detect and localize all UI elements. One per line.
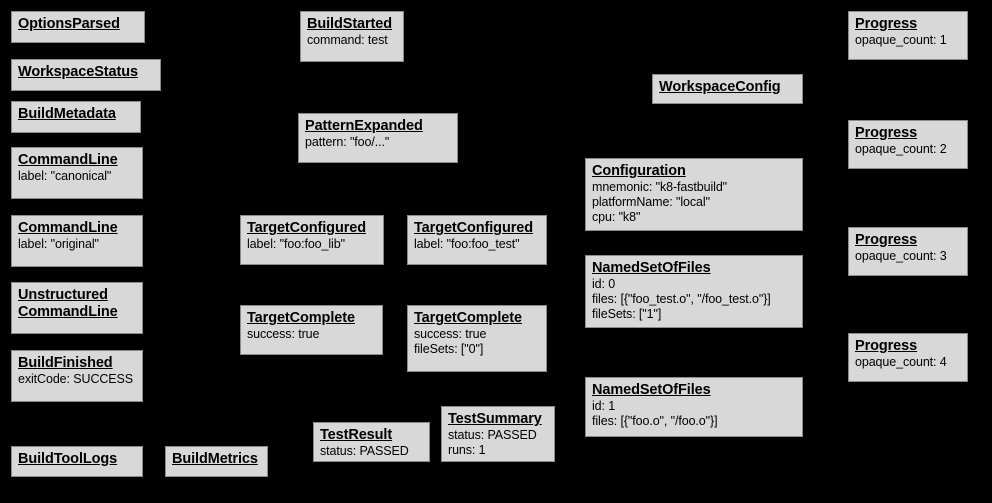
node-field: pattern: "foo/..." <box>305 135 390 149</box>
node-title: TargetConfigured <box>247 220 366 236</box>
node-field: opaque_count: 2 <box>855 142 947 156</box>
node-fields: opaque_count: 3 <box>855 249 961 264</box>
node-fields: opaque_count: 4 <box>855 355 961 370</box>
node-field: success: true <box>414 327 487 341</box>
node-field: cpu: "k8" <box>592 210 641 224</box>
node-title: Progress <box>855 16 918 32</box>
event-node-workspace-status[interactable]: WorkspaceStatus <box>11 59 161 91</box>
event-node-workspace-config[interactable]: WorkspaceConfig <box>652 74 803 104</box>
node-title: NamedSetOfFiles <box>592 260 711 276</box>
node-field: exitCode: SUCCESS <box>18 372 134 386</box>
node-title: TestResult <box>320 427 393 443</box>
node-title: CommandLine <box>18 220 118 236</box>
node-field: id: 1 <box>592 399 616 413</box>
node-field: command: test <box>307 33 388 47</box>
node-title: CommandLine <box>18 152 118 168</box>
node-field: mnemonic: "k8-fastbuild" <box>592 180 728 194</box>
node-title: TargetComplete <box>247 310 355 326</box>
node-title: BuildMetadata <box>18 106 116 122</box>
node-title: WorkspaceStatus <box>18 64 138 80</box>
event-node-build-metrics[interactable]: BuildMetrics <box>165 446 268 477</box>
node-field: opaque_count: 4 <box>855 355 947 369</box>
node-fields: mnemonic: "k8-fastbuild"platformName: "l… <box>592 180 796 225</box>
node-field: files: [{"foo.o", "/foo.o"}] <box>592 414 718 428</box>
node-title: OptionsParsed <box>18 16 120 32</box>
node-title: Unstructured CommandLine <box>18 287 118 320</box>
node-fields: success: true <box>247 327 376 342</box>
node-field: fileSets: ["1"] <box>592 307 662 321</box>
node-fields: status: PASSED <box>320 444 423 459</box>
node-field: label: "original" <box>18 237 99 251</box>
node-field: id: 0 <box>592 277 616 291</box>
node-fields: exitCode: SUCCESS <box>18 372 136 387</box>
event-node-build-tool-logs[interactable]: BuildToolLogs <box>11 446 143 477</box>
node-title: TestSummary <box>448 411 542 427</box>
node-fields: command: test <box>307 33 397 48</box>
node-title: BuildStarted <box>307 16 393 32</box>
node-title: BuildMetrics <box>172 451 258 467</box>
node-fields: label: "foo:foo_lib" <box>247 237 377 252</box>
event-node-options-parsed[interactable]: OptionsParsed <box>11 11 145 43</box>
node-field: files: [{"foo_test.o", "/foo_test.o"}] <box>592 292 771 306</box>
node-fields: label: "original" <box>18 237 136 252</box>
node-field: label: "canonical" <box>18 169 112 183</box>
node-field: label: "foo:foo_lib" <box>247 237 345 251</box>
node-fields: pattern: "foo/..." <box>305 135 451 150</box>
node-field: fileSets: ["0"] <box>414 342 484 356</box>
node-title: WorkspaceConfig <box>659 79 781 95</box>
node-field: label: "foo:foo_test" <box>414 237 520 251</box>
node-fields: opaque_count: 2 <box>855 142 961 157</box>
node-title: TargetComplete <box>414 310 522 326</box>
node-field: opaque_count: 1 <box>855 33 947 47</box>
node-title: PatternExpanded <box>305 118 423 134</box>
node-title: BuildFinished <box>18 355 113 371</box>
node-field: runs: 1 <box>448 443 486 457</box>
node-field: success: true <box>247 327 320 341</box>
node-field: status: PASSED <box>448 428 537 442</box>
node-fields: opaque_count: 1 <box>855 33 961 48</box>
event-node-build-metadata[interactable]: BuildMetadata <box>11 101 141 133</box>
node-title: Progress <box>855 125 918 141</box>
node-title: BuildToolLogs <box>18 451 118 467</box>
node-title: Configuration <box>592 163 686 179</box>
node-title: Progress <box>855 232 918 248</box>
node-fields: label: "foo:foo_test" <box>414 237 540 252</box>
node-title: TargetConfigured <box>414 220 533 236</box>
node-fields: label: "canonical" <box>18 169 136 184</box>
node-title: Progress <box>855 338 918 354</box>
node-field: status: PASSED <box>320 444 409 458</box>
node-field: opaque_count: 3 <box>855 249 947 263</box>
node-field: platformName: "local" <box>592 195 710 209</box>
event-node-unstructured-command-line[interactable]: Unstructured CommandLine <box>11 282 143 334</box>
node-title: NamedSetOfFiles <box>592 382 711 398</box>
